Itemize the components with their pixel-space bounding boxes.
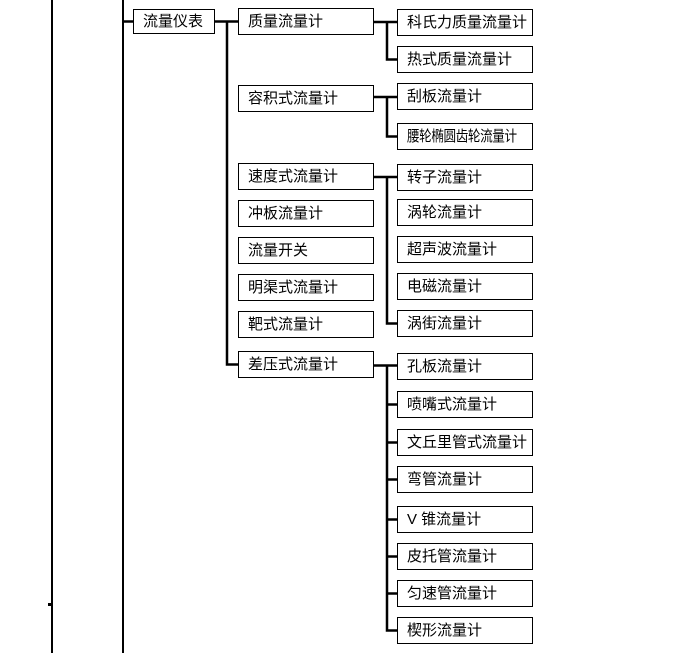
node-wedge-flowmeter[interactable]: 楔形流量计 — [397, 617, 533, 644]
positive-displacement-group-connector — [374, 95, 397, 138]
differential-pressure-group-connector — [374, 364, 397, 632]
node-averaging-tube-flowmeter[interactable]: 匀速管流量计 — [397, 580, 533, 607]
node-roots-oval-gear-flowmeter[interactable]: 腰轮椭圆齿轮流量计 — [397, 123, 533, 150]
node-positive-displacement-flowmeter[interactable]: 容积式流量计 — [238, 85, 374, 112]
node-turbine-flowmeter[interactable]: 涡轮流量计 — [397, 199, 533, 226]
node-venturi-tube-flowmeter[interactable]: 文丘里管式流量计 — [397, 429, 533, 456]
node-roots-oval-gear-flowmeter-label: 腰轮椭圆齿轮流量计 — [407, 128, 517, 145]
node-flow-switch[interactable]: 流量开关 — [238, 237, 374, 264]
node-rotameter[interactable]: 转子流量计 — [397, 164, 533, 191]
node-velocity-flowmeter[interactable]: 速度式流量计 — [238, 163, 374, 190]
node-ultrasonic-flowmeter[interactable]: 超声波流量计 — [397, 236, 533, 263]
velocity-group-connector — [374, 175, 397, 325]
mass-group-connector — [374, 20, 397, 61]
node-v-cone-flowmeter[interactable]: V 锥流量计 — [397, 506, 533, 533]
node-differential-pressure-flowmeter[interactable]: 差压式流量计 — [238, 351, 374, 378]
node-pitot-tube-flowmeter[interactable]: 皮托管流量计 — [397, 543, 533, 570]
node-electromagnetic-flowmeter[interactable]: 电磁流量计 — [397, 273, 533, 300]
node-vortex-flowmeter[interactable]: 涡街流量计 — [397, 310, 533, 337]
node-impact-plate-flowmeter[interactable]: 冲板流量计 — [238, 200, 374, 227]
node-elbow-flowmeter[interactable]: 弯管流量计 — [397, 466, 533, 493]
node-open-channel-flowmeter[interactable]: 明渠式流量计 — [238, 274, 374, 301]
root-connector — [122, 20, 238, 366]
node-orifice-plate-flowmeter[interactable]: 孔板流量计 — [397, 353, 533, 380]
node-nozzle-flowmeter[interactable]: 喷嘴式流量计 — [397, 391, 533, 418]
node-flow-instruments[interactable]: 流量仪表 — [133, 9, 215, 34]
node-coriolis-mass-flowmeter[interactable]: 科氏力质量流量计 — [397, 9, 533, 36]
node-target-flowmeter[interactable]: 靶式流量计 — [238, 311, 374, 338]
node-thermal-mass-flowmeter[interactable]: 热式质量流量计 — [397, 46, 533, 73]
node-mass-flowmeter[interactable]: 质量流量计 — [238, 8, 374, 35]
node-scraper-flowmeter[interactable]: 刮板流量计 — [397, 83, 533, 110]
